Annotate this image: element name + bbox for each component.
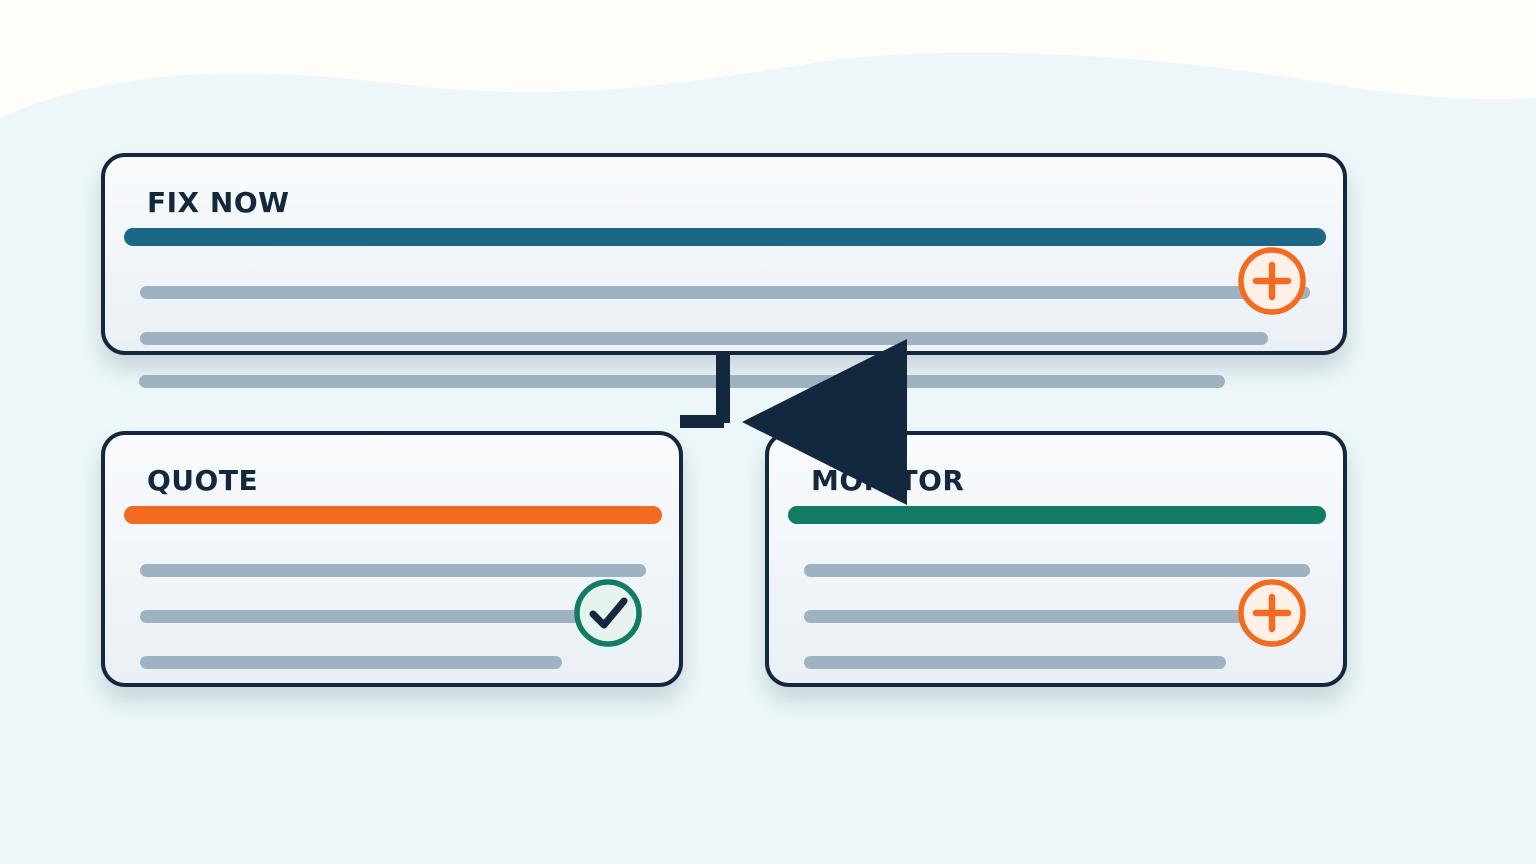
quote-check-circle-icon [574, 579, 642, 647]
quote-accent-bar [124, 506, 662, 524]
connector-stem [716, 355, 730, 423]
fix-now-line-3 [139, 375, 1225, 388]
connector-elbow [680, 415, 724, 428]
monitor-card: MONITOR [765, 431, 1347, 687]
fix-now-line-2 [140, 332, 1268, 345]
quote-card: QUOTE [101, 431, 683, 687]
quote-title: QUOTE [147, 464, 259, 497]
fix-now-title: FIX NOW [147, 186, 290, 219]
background-wave [0, 0, 1536, 118]
fix-now-plus-circle-icon [1238, 247, 1306, 315]
monitor-line-1 [804, 564, 1310, 577]
monitor-plus-circle-icon [1238, 579, 1306, 647]
monitor-line-3 [804, 656, 1226, 669]
fix-now-line-1 [140, 286, 1310, 299]
monitor-line-2 [804, 610, 1244, 623]
fix-now-accent-bar [124, 228, 1326, 246]
quote-line-3 [140, 656, 562, 669]
quote-line-1 [140, 564, 646, 577]
fix-now-card: FIX NOW [101, 153, 1347, 355]
quote-line-2 [140, 610, 580, 623]
monitor-accent-bar [788, 506, 1326, 524]
monitor-title: MONITOR [811, 464, 965, 497]
